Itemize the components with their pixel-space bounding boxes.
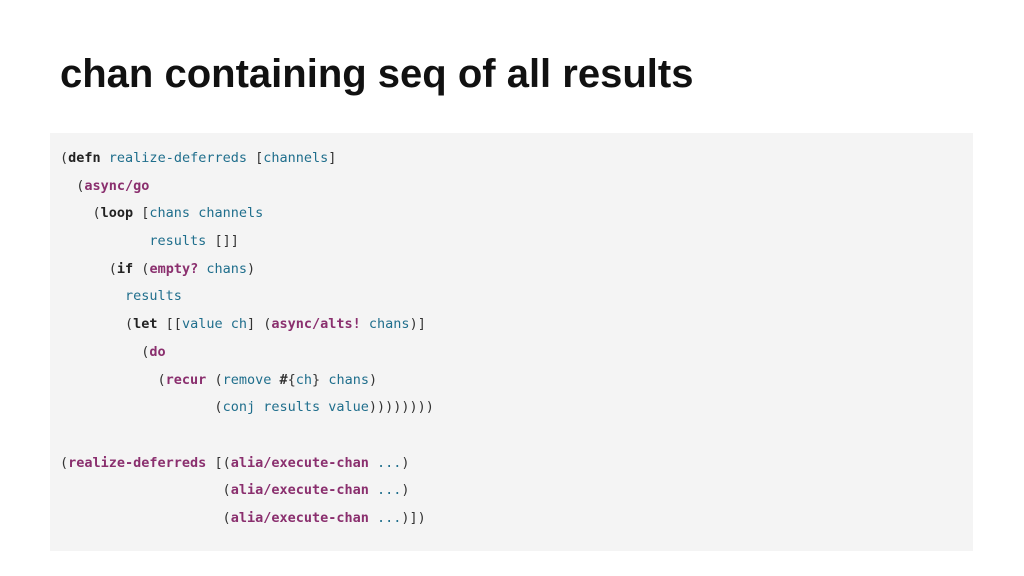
code-token: chans [368,316,410,333]
code-token: ) [247,260,256,277]
code-token: ( [60,482,231,499]
code-line: (defn realize-deferreds [channels] [60,145,434,173]
code-token: channels [263,150,329,166]
code-token: alia/execute-chan [230,509,369,526]
code-token: ( [60,371,166,388]
slide-title: chan containing seq of all results [60,52,694,96]
code-token: ( [60,454,69,471]
code-token: )))))))) [368,399,434,416]
code-token: channels [198,205,264,222]
code-token: } [312,371,329,388]
code-token: ( [60,177,85,194]
code-token: remove [222,371,272,388]
code-token [361,316,369,332]
code-token: )]) [401,509,426,526]
code-token: realize-deferreds [108,150,247,166]
code-line: results [60,283,434,311]
code-token: ( [60,150,69,166]
code-line: (loop [chans channels [60,200,434,228]
code-token: # [279,371,288,388]
code-token: ... [377,509,402,526]
code-token: ... [377,482,402,499]
code-token: async/go [84,177,150,194]
code-line: (alia/execute-chan ...) [60,477,434,505]
code-token: alia/execute-chan [230,482,369,499]
code-token [255,399,263,415]
code-token: []] [206,233,239,250]
code-line [60,422,434,450]
code-line: (recur (remove #{ch} chans) [60,367,434,395]
code-line: results []] [60,228,434,256]
code-token: results [263,399,321,416]
code-token: conj [222,399,256,416]
code-token: results [125,288,182,305]
code-line: (let [[value ch] (async/alts! chans)] [60,311,434,339]
code-token: async/alts! [271,316,361,333]
code-token [190,205,198,221]
code-token: ( [206,371,223,388]
code-token: defn [68,150,101,166]
code-line: (async/go [60,173,434,201]
code-token: value [328,399,369,416]
code-token [369,455,377,471]
code-token: ( [60,343,150,360]
code-line: (do [60,339,434,367]
code-token: chans [206,260,247,277]
code-token: ( [60,260,117,277]
code-token [223,316,231,332]
code-token: let [133,316,158,333]
code-token: ] ( [246,316,272,333]
code-token: ) [401,482,410,499]
code-token: ( [60,509,231,526]
code-token: ( [60,399,223,416]
code-token: { [287,371,296,388]
code-token: [ [246,150,264,166]
code-token: realize-deferreds [68,454,207,471]
code-line: (alia/execute-chan ...)]) [60,505,434,533]
code-token [369,482,377,498]
code-token: recur [165,371,207,388]
code-token [271,372,279,388]
code-block: (defn realize-deferreds [channels] (asyn… [50,133,973,551]
code-token: ( [60,316,134,333]
code-token: loop [100,205,134,222]
code-token: ( [60,205,101,222]
code-token: alia/execute-chan [230,454,369,471]
code-line: (if (empty? chans) [60,256,434,284]
code-token: ... [377,454,402,471]
code-token: value [181,316,223,333]
code-token: ( [133,260,150,277]
code-token: )] [409,316,426,333]
code-token: if [116,260,134,277]
code-token: [( [206,454,231,471]
code-line: (realize-deferreds [(alia/execute-chan .… [60,450,434,478]
code-token: ch [295,371,313,388]
code-token: ) [368,371,378,388]
code-token: [[ [157,316,182,333]
code-token: ] [328,150,337,166]
code-token [60,288,125,304]
code-token: results [149,233,207,250]
code-token: chans [328,371,369,388]
code-token: chans [149,205,191,222]
code-token [369,510,377,526]
code-token [60,233,149,249]
code-token: ) [401,454,410,471]
code-token: empty? [149,260,199,277]
code-listing: (defn realize-deferreds [channels] (asyn… [60,145,434,533]
code-token: do [149,343,166,360]
code-token: ch [230,316,247,333]
code-line: (conj results value)))))))) [60,394,434,422]
code-token [101,150,109,166]
code-token: [ [133,205,150,222]
